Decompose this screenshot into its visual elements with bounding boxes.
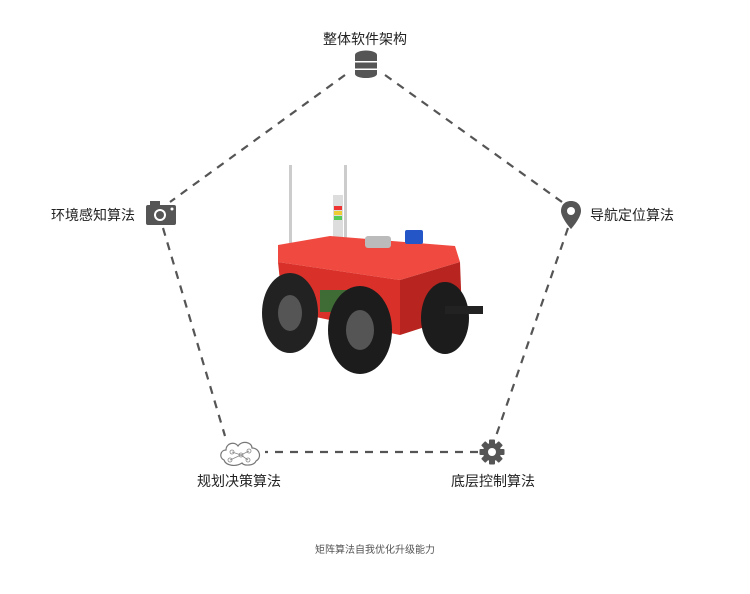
node-label-planning: 规划决策算法 — [197, 474, 281, 490]
gear-icon — [479, 439, 505, 465]
node-label-control: 底层控制算法 — [451, 474, 535, 490]
node-label-navigation: 导航定位算法 — [590, 208, 674, 224]
camera-icon — [146, 201, 176, 225]
dashed-connectors — [161, 74, 570, 454]
node-label-software-architecture: 整体软件架构 — [323, 32, 407, 48]
map-pin-icon — [561, 201, 581, 229]
brain-cloud-icon — [220, 441, 261, 466]
node-label-perception: 环境感知算法 — [51, 208, 135, 224]
database-icon — [355, 50, 377, 78]
caption: 矩阵算法自我优化升级能力 — [315, 545, 435, 556]
robot-image — [262, 165, 483, 374]
